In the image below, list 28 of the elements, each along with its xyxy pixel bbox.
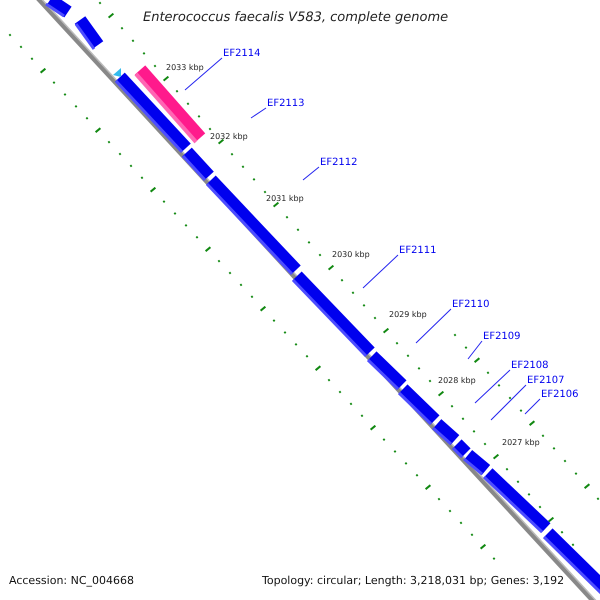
accession-note: Accession: NC_004668: [9, 575, 134, 586]
gene-label: EF2108: [511, 361, 549, 371]
genome-stats: Topology: circular; Length: 3,218,031 bp; Genes: 3,192: [262, 575, 564, 586]
leader-line: [468, 340, 482, 360]
leader-line: [302, 166, 320, 180]
scale-label: 2029 kbp: [389, 311, 427, 319]
gene-label: EF2106: [541, 390, 579, 400]
gene-label: EF2111: [399, 246, 437, 256]
title: Enterococcus faecalis V583, complete genome: [143, 11, 448, 24]
gene-label: EF2110: [452, 300, 490, 310]
gene-label: EF2114: [223, 49, 261, 59]
leader-line: [474, 370, 510, 404]
scale-label: 2032 kbp: [210, 133, 248, 141]
scale-label: 2033 kbp: [166, 64, 204, 72]
leader-line: [362, 254, 398, 288]
leader-line: [524, 398, 540, 414]
gene-label: EF2109: [483, 332, 521, 342]
leader-line: [184, 58, 222, 90]
gene-label: EF2107: [527, 376, 565, 386]
scale-label: 2028 kbp: [438, 377, 476, 385]
scale-label: 2027 kbp: [502, 439, 540, 447]
gene-label: EF2113: [267, 99, 305, 109]
scale-label: 2030 kbp: [332, 251, 370, 259]
gene-label: EF2112: [320, 158, 358, 168]
leader-line: [490, 384, 526, 420]
scale-label: 2031 kbp: [266, 195, 304, 203]
leader-line: [250, 108, 266, 118]
leader-line: [416, 308, 452, 344]
